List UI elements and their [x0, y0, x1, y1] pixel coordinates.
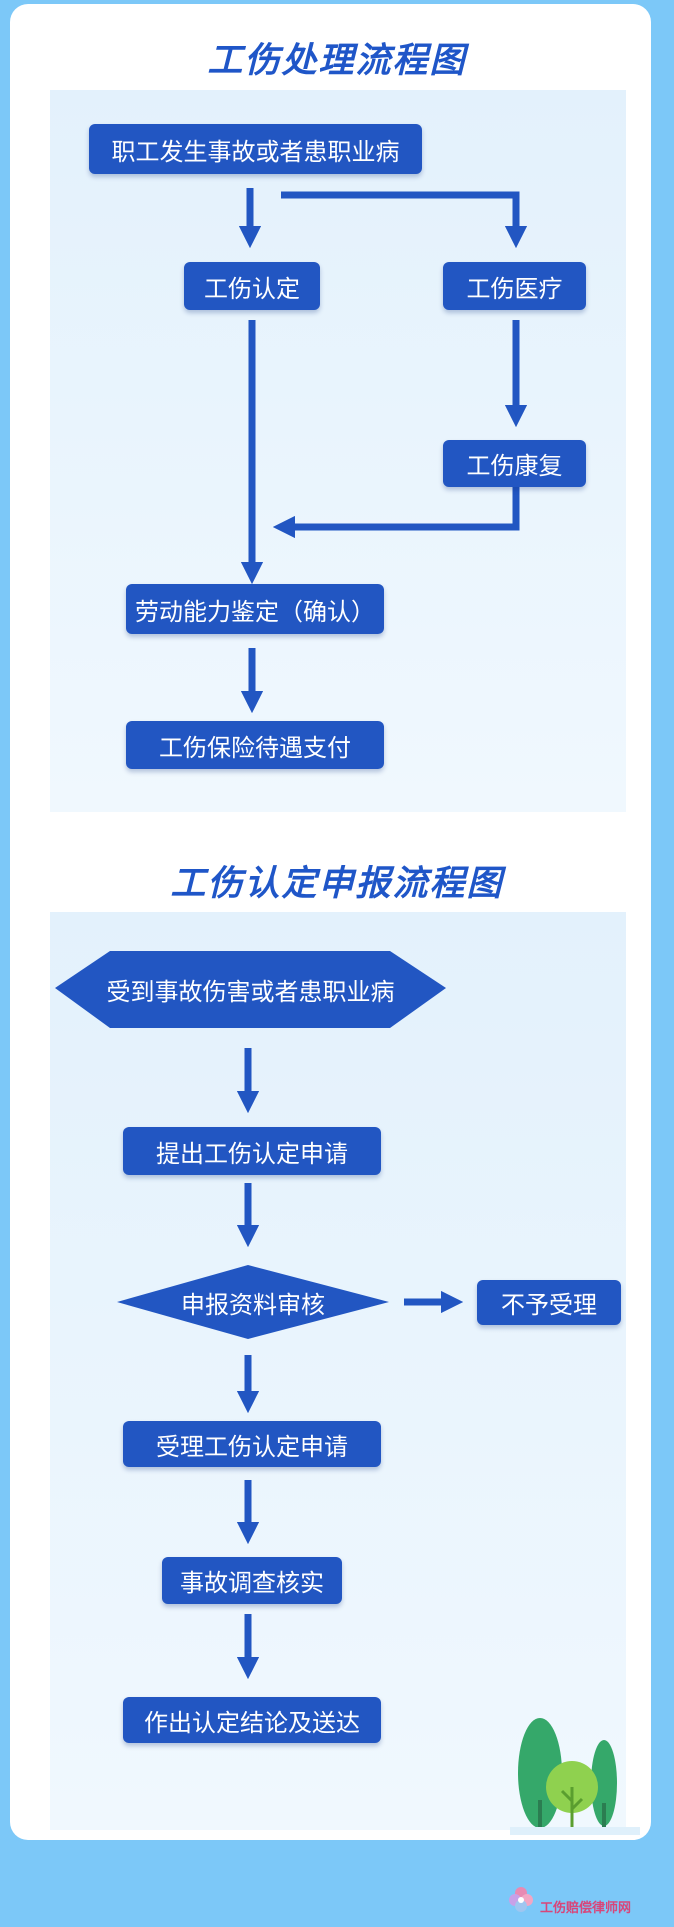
node-accident: 职工发生事故或者患职业病: [89, 124, 422, 174]
node-investigate: 事故调查核实: [162, 1557, 342, 1604]
node-accept: 受理工伤认定申请: [123, 1421, 381, 1467]
flowchart-panel-2: [50, 912, 626, 1830]
node-apply: 提出工伤认定申请: [123, 1127, 381, 1175]
node-medical: 工伤医疗: [443, 262, 586, 310]
node-identification: 工伤认定: [184, 262, 320, 310]
node-reject: 不予受理: [477, 1280, 621, 1325]
flowchart-title-2: 工伤认定申报流程图: [170, 864, 504, 904]
decision-shape-injury: [55, 951, 446, 1028]
node-appraisal: 劳动能力鉴定（确认）: [126, 584, 384, 634]
arrow-accident-to-medical: [281, 191, 528, 249]
decision-shape-review: [117, 1265, 389, 1339]
flowchart-title-1: 工伤处理流程图: [207, 41, 467, 81]
node-rehab: 工伤康复: [443, 440, 586, 487]
node-payment: 工伤保险待遇支付: [126, 721, 384, 769]
arrow-rehab-to-appraisal: [272, 487, 520, 539]
node-injury: 受到事故伤害或者患职业病: [106, 978, 395, 1006]
trees-illustration: [510, 1718, 640, 1835]
logo-flower-icon: [509, 1887, 533, 1912]
node-review: 申报资料审核: [181, 1290, 325, 1319]
node-conclude: 作出认定结论及送达: [123, 1697, 381, 1743]
watermark-text: 工伤赔偿律师网: [540, 1901, 632, 1916]
